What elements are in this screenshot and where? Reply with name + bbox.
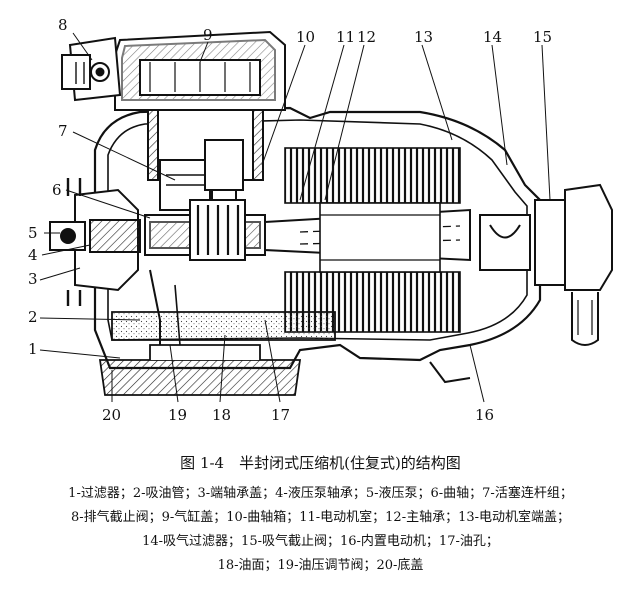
- cylinder-head: [114, 30, 286, 111]
- callout-10: 10: [296, 28, 315, 46]
- callout-19: 19: [168, 406, 187, 424]
- motor: [284, 147, 461, 333]
- legend-line-1: 1-过滤器；2-吸油管；3-端轴承盖；4-液压泵轴承；5-液压泵；6-曲轴；7-…: [68, 486, 573, 501]
- callout-18: 18: [212, 406, 231, 424]
- figure-caption: 图 1-4 半封闭式压缩机(住复式)的结构图 1-过滤器；2-吸油管；3-端轴承…: [0, 452, 641, 578]
- callout-3: 3: [28, 270, 38, 288]
- callout-7: 7: [58, 122, 68, 140]
- callout-2: 2: [28, 308, 38, 326]
- callout-9: 9: [203, 26, 213, 44]
- callout-20: 20: [102, 406, 121, 424]
- callout-8: 8: [58, 16, 68, 34]
- callout-12: 12: [357, 28, 376, 46]
- callout-14: 14: [483, 28, 502, 46]
- motor-lead-fitting: [429, 361, 471, 384]
- callout-13: 13: [414, 28, 433, 46]
- callout-5: 5: [28, 224, 38, 242]
- leader-lines: [39, 32, 551, 403]
- callout-1: 1: [28, 340, 38, 358]
- figure-title: 图 1-4 半封闭式压缩机(住复式)的结构图: [180, 454, 461, 472]
- housing: [93, 106, 542, 370]
- pump-end-cover: [49, 178, 141, 306]
- callout-4: 4: [28, 246, 38, 264]
- legend-line-4: 18-油面；19-油压调节阀；20-底盖: [217, 558, 424, 573]
- suction-side: [479, 183, 613, 346]
- callout-15: 15: [533, 28, 552, 46]
- legend-line-2: 8-排气截止阀；9-气缸盖；10-曲轴箱；11-电动机室；12-主轴承；13-电…: [70, 510, 571, 525]
- callout-17: 17: [271, 406, 290, 424]
- callout-6: 6: [52, 181, 62, 199]
- discharge-valve: [61, 36, 122, 102]
- compressor-cross-section-drawing: 8 9 10 11 12 13 14 15 7 6 5 4 3 2 1 20 1…: [28, 16, 613, 424]
- callout-numbers: 8 9 10 11 12 13 14 15 7 6 5 4 3 2 1 20 1…: [28, 16, 552, 424]
- callout-16: 16: [475, 406, 494, 424]
- legend-line-3: 14-吸气过滤器；15-吸气截止阀；16-内置电动机；17-油孔；: [142, 534, 499, 549]
- cylinder-and-piston: [147, 109, 264, 245]
- oil-sump: [98, 269, 336, 396]
- callout-11: 11: [336, 28, 355, 46]
